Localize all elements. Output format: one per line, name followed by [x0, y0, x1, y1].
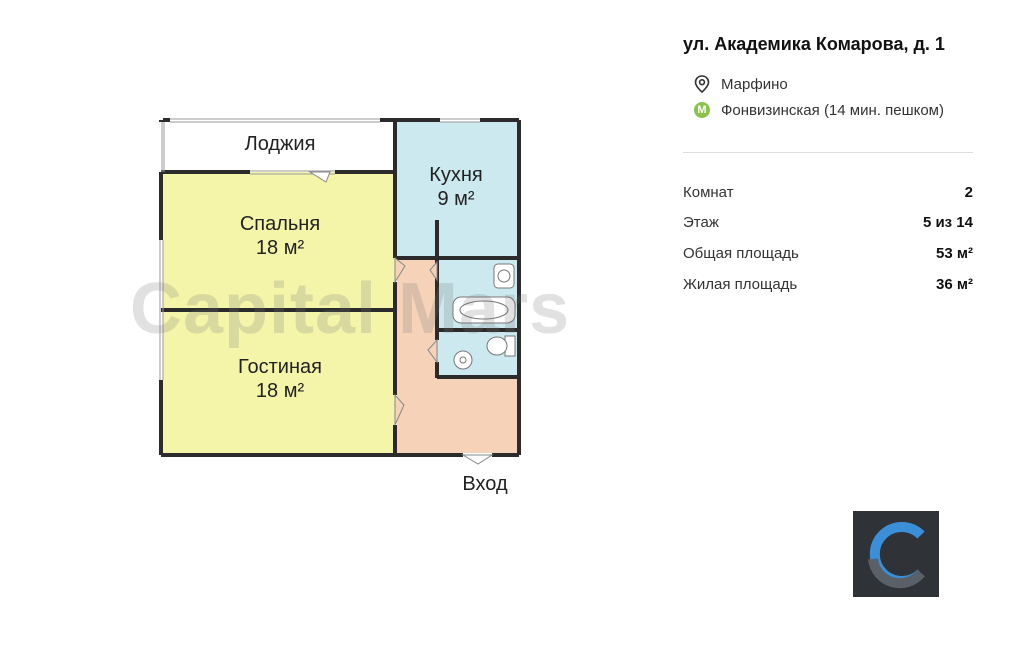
room-label-bedroom: Спальня 18 м² — [200, 212, 360, 260]
windows — [159, 118, 480, 380]
param-value: 2 — [964, 184, 973, 201]
room-area: 9 м² — [437, 188, 475, 210]
metro-icon: М — [693, 101, 711, 119]
capital-mars-logo-icon — [853, 511, 939, 597]
room-name: Кухня — [429, 164, 483, 186]
room-area: 18 м² — [255, 380, 305, 402]
plumbing-fixtures — [452, 263, 516, 370]
room-label-kitchen: Кухня 9 м² — [396, 163, 516, 211]
room-name: Лоджия — [244, 133, 316, 155]
param-key: Жилая площадь — [683, 276, 798, 293]
hallway-area — [397, 258, 517, 453]
room-name: Спальня — [239, 213, 321, 235]
living-room-area — [163, 310, 395, 453]
entrance-label: Вход — [462, 473, 508, 495]
divider — [683, 152, 973, 153]
param-row-living-area: Жилая площадь 36 м² — [683, 276, 973, 293]
floor-plan: Capital Mars Лоджия Кухня 9 м² Спальня 1… — [130, 118, 571, 495]
metro-row: М Фонвизинская (14 мин. пешком) — [693, 101, 944, 119]
metro-station: Фонвизинская (14 мин. пешком) — [721, 101, 944, 119]
toilet-area — [438, 331, 517, 376]
param-value: 53 м² — [936, 245, 973, 262]
room-area: 18 м² — [255, 237, 305, 259]
location-pin-icon — [693, 75, 711, 93]
doors — [308, 171, 494, 465]
param-row-rooms: Комнат 2 — [683, 184, 973, 201]
param-row-floor: Этаж 5 из 14 — [683, 214, 973, 231]
watermark: Capital Mars — [130, 269, 571, 349]
param-row-total-area: Общая площадь 53 м² — [683, 245, 973, 262]
param-key: Комнат — [683, 184, 734, 201]
param-value: 36 м² — [936, 276, 973, 293]
address-title: ул. Академика Комарова, д. 1 — [683, 34, 945, 54]
bedroom-area — [163, 172, 395, 310]
floor-plan-drawing — [159, 118, 521, 465]
district-name: Марфино — [721, 75, 788, 93]
district-row: Марфино — [693, 75, 788, 93]
param-key: Этаж — [683, 214, 719, 231]
param-value: 5 из 14 — [922, 214, 973, 231]
loggia-area — [163, 122, 395, 172]
room-label-living-room: Гостиная 18 м² — [200, 355, 360, 403]
param-key: Общая площадь — [683, 245, 799, 262]
room-name: Гостиная — [238, 356, 322, 378]
kitchen-area — [397, 122, 517, 258]
walls — [159, 118, 521, 457]
room-label-loggia: Лоджия — [220, 132, 340, 156]
